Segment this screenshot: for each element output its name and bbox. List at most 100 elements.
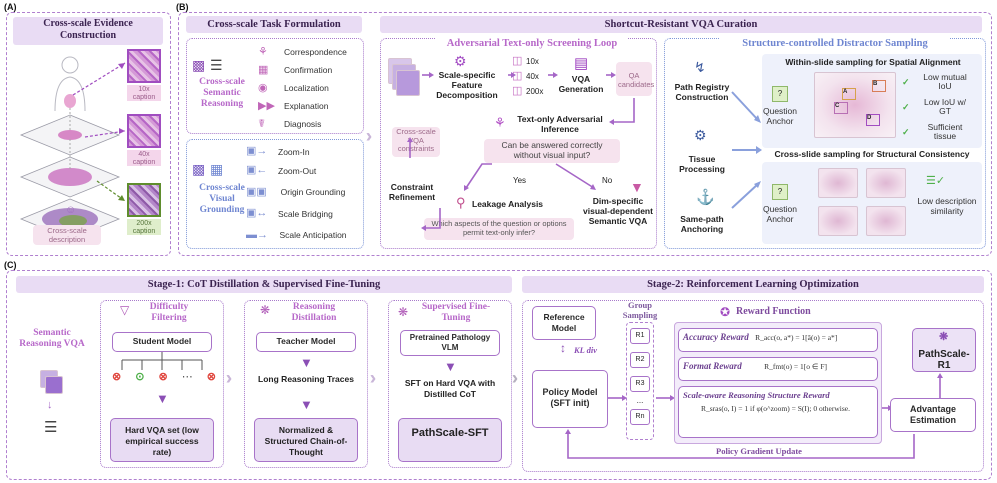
down-arrow-icon: ▼: [300, 355, 313, 370]
diagnosis-icon: ☤: [258, 117, 266, 130]
leakage-analysis-label: Leakage Analysis: [472, 199, 544, 209]
tissue-gears-icon: ⚙: [694, 127, 707, 143]
pathscale-r1-box: ❋ PathScale-R1: [912, 328, 976, 372]
path-registry-label: Path Registry Construction: [674, 82, 730, 102]
wrong-icon: ⊗: [206, 371, 216, 383]
cross-scale-description: Cross-scale description: [33, 225, 101, 245]
panel-c-letter: (C): [4, 260, 17, 270]
item-scale-anticipation: Scale Anticipation: [279, 230, 347, 240]
criterion-sufficient-tissue: Sufficient tissue: [927, 122, 963, 141]
kl-div-label: KL div: [574, 345, 598, 355]
input-vqa-slides-icon: [40, 370, 64, 396]
network-icon: ❋: [939, 331, 949, 343]
hard-vqa-set-box: Hard VQA set (low empirical success rate…: [110, 418, 214, 462]
distractor-arrows: [731, 91, 762, 209]
screening-loop-title: Adversarial Text-only Screening Loop: [436, 38, 628, 49]
adversarial-inference-label: Text-only Adversarial Inference: [517, 114, 603, 134]
thumbnail-10x: [127, 49, 161, 83]
pathscale-sft-box: PathScale-SFT: [398, 418, 502, 462]
box-d-within: D: [866, 114, 880, 126]
response-list: R1 R2 R3 ... Rn: [630, 328, 650, 425]
vqa-generation-label: VQA Generation: [558, 74, 604, 94]
filter-icon: ▽: [120, 303, 130, 317]
distractor-sampling-title: Structure-controlled Distractor Sampling: [720, 38, 950, 49]
rl-arrows: [565, 373, 943, 459]
cross-slide-c: [818, 206, 858, 236]
accuracy-reward-box: Accuracy Reward R_acc(o, a*) = 1[â(o) = …: [678, 328, 878, 352]
clipboard-icon: ☰: [210, 57, 223, 73]
box-a-within: A: [842, 88, 856, 100]
question-anchor-label-cross: Question Anchor: [762, 204, 798, 224]
medal-icon: ✪: [720, 305, 731, 319]
no-label: No: [602, 176, 613, 185]
reasoning-distillation-box: [244, 300, 368, 468]
scale-10x: 10x: [526, 57, 539, 66]
long-reasoning-traces-label: Long Reasoning Traces: [258, 374, 354, 384]
semantic-vqa-input-label: Semantic Reasoning VQA: [19, 328, 85, 349]
input-arrow-icon: ↓: [47, 399, 53, 411]
response-ellipsis: ...: [636, 396, 644, 405]
correspondence-icon: ⚘: [258, 45, 268, 58]
zoom-out-icon: ▣←: [246, 164, 268, 176]
checklist-icon: ☰: [44, 419, 58, 436]
yes-label: Yes: [513, 176, 527, 185]
document-icon: ▤: [574, 55, 589, 72]
wrong-icon: ⊗: [158, 371, 168, 383]
semantic-reasoning-box: [186, 38, 364, 134]
structure-reward-box: Scale-aware Reasoning Structure Reward R…: [678, 386, 878, 438]
cross-slide-title: Cross-slide sampling for Structural Cons…: [774, 149, 970, 159]
input-slides-icon: [388, 58, 420, 96]
down-arrow-icon: ▼: [300, 397, 313, 412]
semantic-reasoning-list: ⚘Correspondence ▦Confirmation ◉Localizat…: [258, 43, 362, 133]
difficulty-filtering-box: [100, 300, 224, 468]
student-model-box: Student Model: [112, 332, 212, 352]
item-origin-grounding: Origin Grounding: [280, 187, 346, 197]
sft-box: [388, 300, 512, 468]
db-icon-200x: ◫: [512, 85, 523, 97]
qa-candidates: QA candidates: [616, 62, 654, 96]
vqa-curation-header: Shortcut-Resistant VQA Curation: [380, 16, 982, 33]
question-anchor-label-within: Question Anchor: [762, 106, 798, 126]
db-icon-40x: ◫: [512, 70, 523, 82]
robot-icon: ⚘: [494, 115, 506, 130]
localization-icon: ◉: [258, 81, 268, 94]
check-icon: ✓: [902, 126, 910, 137]
response-rn: Rn: [630, 409, 650, 425]
dim-specific-vqa-label: Dim-specific visual-dependent Semantic V…: [583, 196, 653, 226]
within-slide-image: [814, 72, 896, 138]
accuracy-formula: R_acc(o, a*) = 1[â(o) = a*]: [755, 333, 838, 342]
cross-scale-constraints: Cross-scale VQA constraints: [392, 127, 440, 157]
pathscale-r1-label: PathScale-R1: [918, 349, 970, 371]
wrong-icon: ⊗: [112, 371, 122, 383]
grid-icon: ▦: [210, 161, 224, 177]
panel-b-letter: (B): [176, 2, 189, 12]
sft-step-label: SFT on Hard VQA with Distilled CoT: [404, 378, 496, 399]
item-explanation: Explanation: [284, 101, 329, 111]
structured-cot-box: Normalized & Structured Chain-of-Thought: [254, 418, 358, 462]
sft-gear-icon: ❋: [398, 305, 409, 319]
visual-grounding-title: Cross-scale Visual Grounding: [199, 183, 245, 215]
teacher-model-box: Teacher Model: [256, 332, 356, 352]
difficulty-filtering-title: Difficulty Filtering: [149, 302, 189, 323]
criterion-low-iou-gt: Low IoU w/ GT: [923, 97, 967, 116]
sampling-fan: [121, 352, 203, 370]
box-c-within: C: [834, 102, 848, 114]
cross-slide-d: [866, 206, 906, 236]
leakage-question-box: Can be answered correctly without visual…: [484, 139, 620, 163]
item-diagnosis: Diagnosis: [284, 119, 322, 129]
explanation-icon: ▶▶: [258, 99, 275, 112]
panel-a-box: Cross-scale Evidence Construction 10x ca…: [6, 12, 171, 256]
format-formula: R_fmt(o) = 1[o ∈ F]: [764, 362, 827, 371]
thumbnail-40x: [127, 114, 161, 148]
question-anchor-icon: ?: [772, 86, 788, 102]
panel-a-letter: (A): [4, 2, 17, 12]
scale-list: ◫10x ◫40x ◫200x: [512, 54, 560, 99]
thumbnail-200x: [127, 183, 161, 217]
check-icon: ✓: [902, 101, 910, 112]
pretrained-vlm-box: Pretrained Pathology VLM: [400, 330, 500, 356]
people-icon: ☺: [65, 204, 77, 216]
within-slide-title: Within-slide sampling for Spatial Alignm…: [785, 57, 961, 67]
zoom-connectors: [72, 62, 126, 202]
correct-icon: ⊙: [135, 371, 145, 383]
sft-title: Supervised Fine-Tuning: [421, 302, 491, 323]
